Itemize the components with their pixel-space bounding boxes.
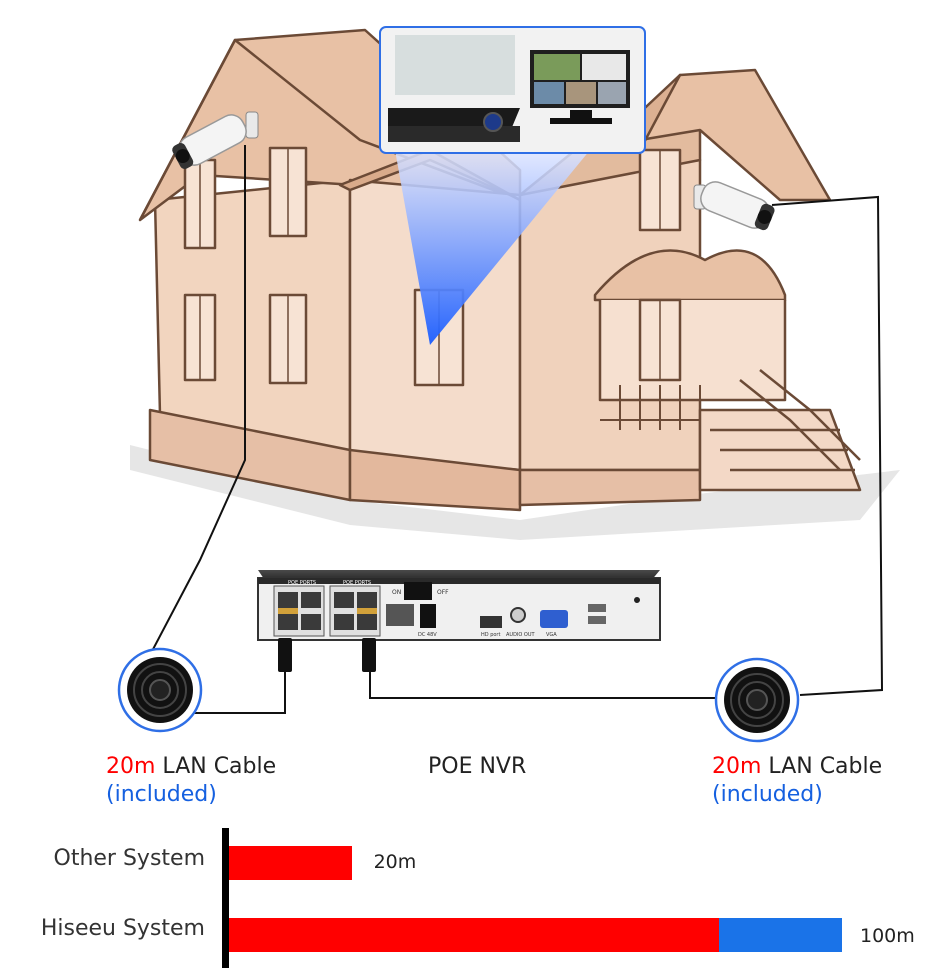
right-cable-label: 20m LAN Cable (included) [712,753,882,809]
system-diagram: POE PORTS POE PORTS ON OFF DC 48V HD por… [117,26,900,743]
camera-left [172,111,259,170]
lan-cables [149,145,884,714]
on-label: ON [392,589,401,596]
dc-label: DC 48V [418,632,437,638]
value-label-hiseeu: 100m [860,925,915,947]
inset-nvr-monitor [379,26,646,154]
bar-hiseeu-system-segment-1 [229,918,720,952]
lan-plugs [278,638,376,672]
poe-ports-label-2: POE PORTS [343,580,371,586]
right-cable-text: LAN Cable [761,754,883,779]
poe-ports-label-1: POE PORTS [288,580,316,586]
zoom-beam [395,150,590,345]
hdmi-label: HD port [481,632,500,638]
left-cable-label: 20m LAN Cable (included) [106,753,276,809]
left-cable-text: LAN Cable [155,754,277,779]
left-cable-length: 20m [106,754,156,779]
right-cable-length: 20m [712,754,762,779]
camera-right [693,181,775,231]
cable-reel-left [117,647,203,733]
off-label: OFF [437,589,449,596]
category-label-hiseeu: Hiseeu System [40,916,205,941]
audio-label: AUDIO OUT [506,632,536,638]
value-label-other: 20m [373,851,417,873]
right-cable-included: (included) [712,782,823,807]
ground-shadow [130,445,900,540]
cable-reel-right [714,657,800,743]
bar-hiseeu-system-segment-2 [719,918,842,952]
vga-label: VGA [546,632,557,638]
bar-other-system [229,846,352,880]
left-cable-included: (included) [106,782,217,807]
chart-axis [222,828,229,968]
category-label-other: Other System [53,846,206,871]
poe-nvr-label: POE NVR [428,754,527,779]
nvr-back-panel: POE PORTS POE PORTS ON OFF DC 48V HD por… [257,570,661,641]
